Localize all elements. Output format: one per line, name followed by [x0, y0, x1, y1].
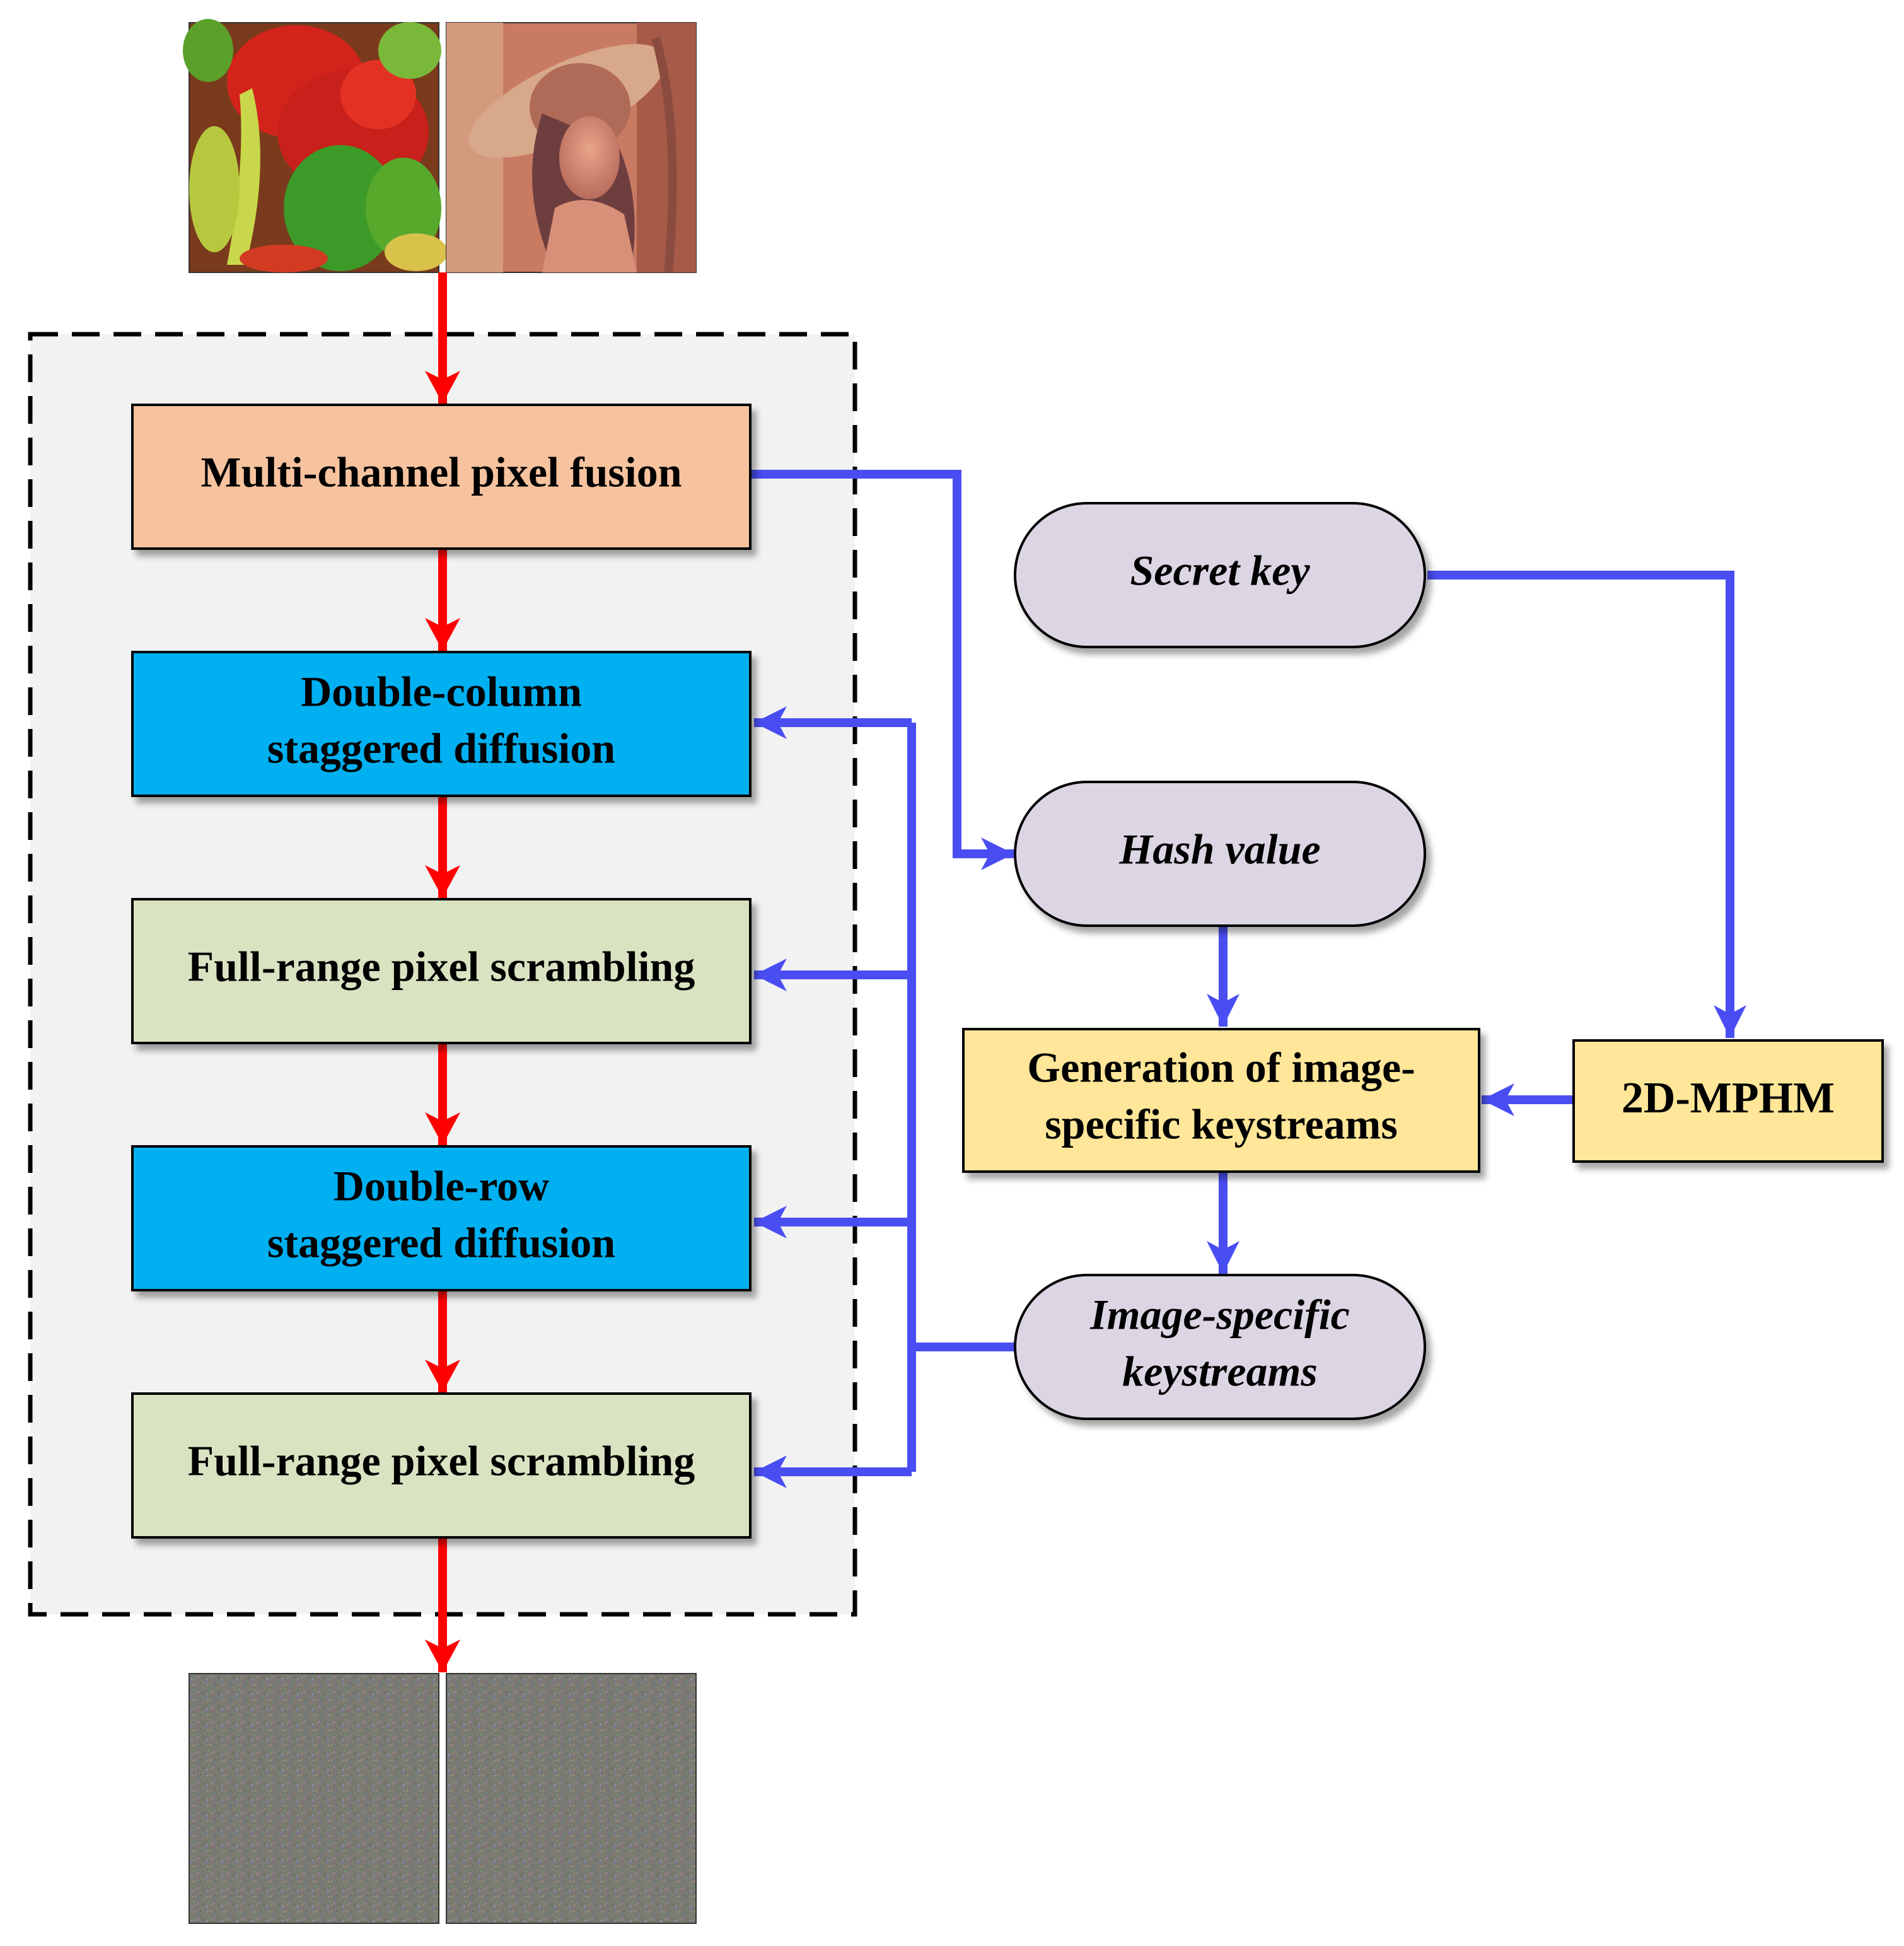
step-row-diffusion: Double-row staggered diffusion: [131, 1145, 752, 1291]
input-image-lena: [446, 22, 697, 273]
image-keystreams-line1: Image-specific: [1089, 1291, 1350, 1339]
output-image-encrypted-right: [446, 1673, 697, 1924]
step-scramble-2: Full-range pixel scrambling: [131, 1392, 752, 1539]
hash-value-node: Hash value: [1014, 781, 1426, 927]
secret-key-to-map-arrow: [1427, 571, 1746, 1038]
image-keystreams-node: Image-specific keystreams: [1014, 1274, 1426, 1420]
keystream-generation-line2: specific keystreams: [1045, 1100, 1398, 1148]
image-keystreams-line2: keystreams: [1122, 1348, 1318, 1395]
secret-key-node: Secret key: [1014, 502, 1426, 648]
fusion-to-hash-arrow: [752, 470, 1014, 870]
hash-value-label: Hash value: [1118, 825, 1320, 873]
chaotic-map-label: 2D-MPHM: [1622, 1074, 1835, 1122]
step-scramble-1-label: Full-range pixel scrambling: [188, 943, 695, 991]
input-image-peppers: [183, 19, 448, 273]
step-column-diffusion: Double-column staggered diffusion: [131, 651, 752, 797]
step-column-diffusion-line1: Double-column: [301, 668, 582, 716]
secret-key-label: Secret key: [1130, 547, 1310, 595]
output-image-encrypted-left: [189, 1673, 439, 1924]
step-row-diffusion-line2: staggered diffusion: [267, 1219, 615, 1267]
keystream-generation-line1: Generation of image-: [1027, 1044, 1415, 1092]
step-scramble-2-label: Full-range pixel scrambling: [188, 1437, 695, 1485]
step-scramble-1: Full-range pixel scrambling: [131, 898, 752, 1044]
chaotic-map-node: 2D-MPHM: [1572, 1039, 1884, 1163]
keystream-generation-node: Generation of image- specific keystreams: [962, 1028, 1480, 1173]
key-flow-arrows: [752, 470, 1746, 1488]
step-fusion-label: Multi-channel pixel fusion: [200, 448, 682, 496]
step-row-diffusion-line1: Double-row: [334, 1162, 550, 1210]
step-fusion: Multi-channel pixel fusion: [131, 404, 752, 550]
step-column-diffusion-line2: staggered diffusion: [267, 725, 615, 772]
